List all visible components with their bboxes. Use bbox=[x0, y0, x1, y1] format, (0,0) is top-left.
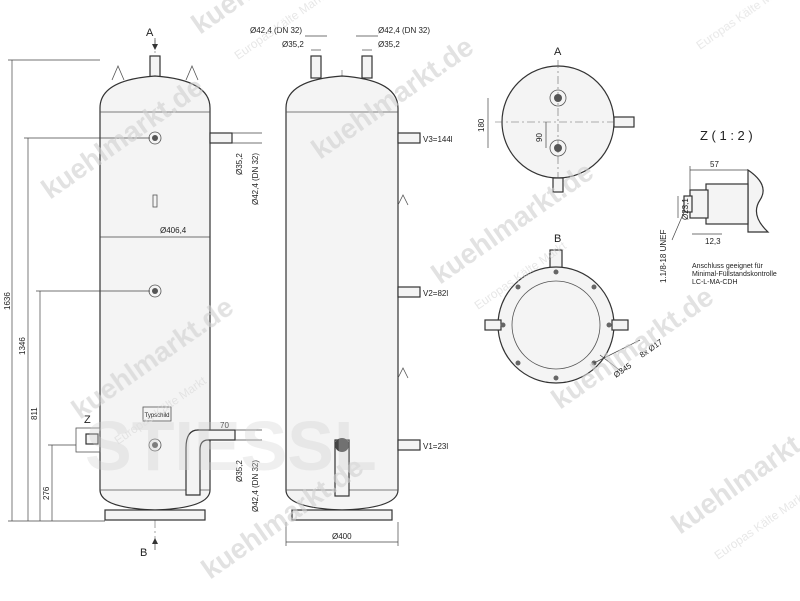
dim-dia-400: Ø400 bbox=[332, 532, 352, 541]
detail-note-3: LC-L-MA-CDH bbox=[692, 279, 738, 286]
dim-v42-top: Ø42,4 (DN 32) bbox=[251, 153, 260, 205]
dim-v42-bot: Ø42,4 (DN 32) bbox=[251, 460, 260, 512]
dim-top-35-left: Ø35,2 bbox=[282, 40, 304, 49]
dim-12: 12,3 bbox=[705, 237, 721, 246]
dim-top-42-left: Ø42,4 (DN 32) bbox=[250, 26, 302, 35]
section-label-b: B bbox=[140, 547, 147, 559]
level-v2: V2=82l bbox=[423, 289, 448, 298]
side-nozzle-v3 bbox=[397, 132, 421, 144]
dim-57: 57 bbox=[710, 160, 719, 169]
side-nozzle-v2 bbox=[397, 286, 421, 298]
dim-top-42-right: Ø42,4 (DN 32) bbox=[378, 26, 430, 35]
typeplate-box bbox=[142, 406, 172, 422]
thread-spec: 1.1/8-18 UNEF bbox=[659, 230, 668, 283]
side-view: V3=144l V2=82l V1=23l Ø42,4 (DN 32) Ø35,… bbox=[250, 26, 453, 546]
level-v1: V1=23l bbox=[423, 442, 448, 451]
side-base-plate bbox=[291, 509, 393, 521]
top-view-label: A bbox=[554, 46, 562, 58]
dim-180: 180 bbox=[477, 118, 486, 132]
detail-title: Z ( 1 : 2 ) bbox=[700, 128, 753, 143]
front-view: Typschild A B Z Ø406,4 1636 1346 811 276 bbox=[3, 27, 262, 559]
dim-h-811: 811 bbox=[30, 407, 39, 420]
detail-fitting bbox=[705, 183, 749, 225]
detail-note-1: Anschluss geeignet für bbox=[692, 263, 763, 270]
side-nozzle-v1 bbox=[397, 439, 421, 451]
watermark-slogan-5: Europas Kälte Markt bbox=[694, 0, 792, 52]
side-top-nozzle-left bbox=[310, 55, 322, 79]
dim-top-35-right: Ø35,2 bbox=[378, 40, 400, 49]
dim-h-1636: 1636 bbox=[3, 292, 12, 310]
section-label-a: A bbox=[146, 27, 154, 39]
detail-z: Z ( 1 : 2 ) 57 Ø23,1 12,3 1.1/8-18 UNEF … bbox=[659, 128, 777, 286]
watermark-brand: STIESSL bbox=[85, 407, 377, 485]
typeplate-label: Typschild bbox=[144, 413, 169, 419]
front-elbow-pipe bbox=[185, 429, 236, 496]
dim-dia-406: Ø406,4 bbox=[160, 226, 187, 235]
dim-90: 90 bbox=[535, 133, 544, 142]
dim-v35-top: Ø35,2 bbox=[235, 153, 244, 175]
height-dimensions: 1636 1346 811 276 bbox=[3, 59, 150, 522]
bottom-view-label: B bbox=[554, 233, 561, 245]
dim-v35-bot: Ø35,2 bbox=[235, 460, 244, 482]
level-v3: V3=144l bbox=[423, 135, 453, 144]
dim-h-1346: 1346 bbox=[18, 337, 27, 355]
detail-label-z: Z bbox=[84, 414, 91, 426]
top-view-a: A 180 90 bbox=[477, 46, 635, 193]
dim-70: 70 bbox=[220, 421, 229, 430]
side-top-nozzle-right bbox=[361, 55, 373, 79]
detail-z-box bbox=[75, 427, 101, 453]
dim-h-276: 276 bbox=[42, 486, 51, 500]
front-top-nozzle bbox=[149, 55, 161, 79]
front-base-plate bbox=[104, 509, 206, 521]
front-side-nozzle-top bbox=[209, 132, 233, 144]
front-port-low bbox=[148, 438, 162, 452]
detail-note-2: Minimal-Füllstandskontrolle bbox=[692, 271, 777, 278]
dim-23: Ø23,1 bbox=[681, 198, 690, 220]
